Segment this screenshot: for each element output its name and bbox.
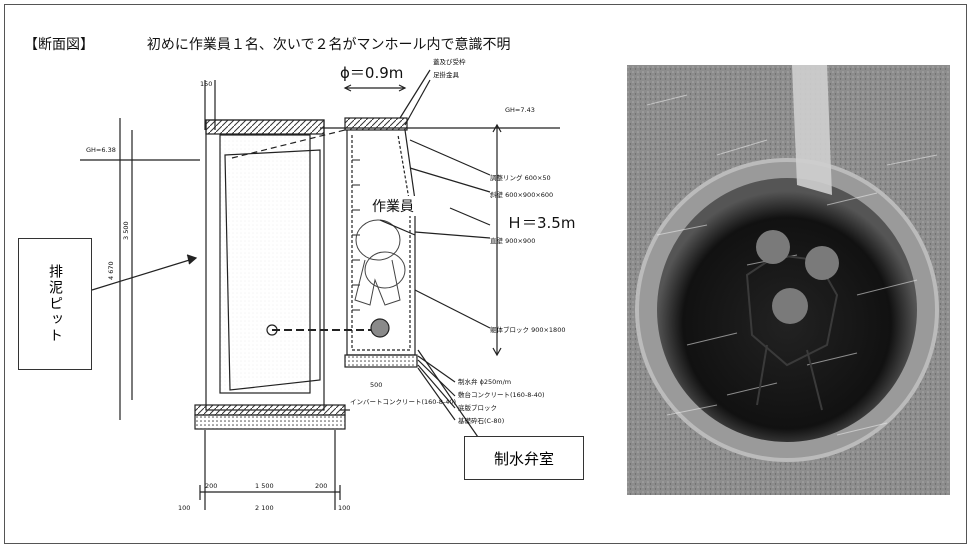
- figure-header: 【断面図】 初めに作業員１名、次いで２名がマンホール内で意識不明: [24, 34, 511, 54]
- pit-bottom-slab: [194, 404, 346, 416]
- manhole-base: [344, 354, 418, 368]
- dim-500: 500: [370, 381, 382, 389]
- manhole-cover: [344, 117, 408, 131]
- diameter-label: ϕ＝0.9m: [340, 64, 404, 82]
- floor-block-label: 底版ブロック: [458, 403, 497, 412]
- dim-150: 150: [200, 80, 212, 88]
- mud-pit-top: [205, 119, 325, 135]
- ring-label: 調整リング 600×50: [490, 173, 551, 182]
- figure-caption: 初めに作業員１名、次いで２名がマンホール内で意識不明: [146, 37, 511, 53]
- height-label: Ｈ＝3.5m: [505, 212, 578, 233]
- valve-label: 制水弁 ϕ250m/m: [458, 377, 511, 386]
- dim-2100: 2 100: [255, 504, 274, 512]
- manhole-photo: [627, 65, 950, 495]
- worker-marker-1: [756, 230, 790, 264]
- gh-right-label: GH=7.43: [505, 106, 535, 114]
- cover-label: 蓋及び受枠: [433, 57, 466, 66]
- dim-200b: 200: [315, 482, 327, 490]
- valve-room-callout: 制水弁室: [464, 436, 584, 480]
- pit-gravel: [194, 414, 346, 430]
- dim-4670: 4 670: [107, 261, 115, 280]
- worker-marker-3: [772, 288, 808, 324]
- base-block-label: 躯体ブロック 900×1800: [490, 325, 565, 334]
- worker-label: 作業員: [370, 196, 416, 216]
- rung-label: 足掛金具: [433, 70, 460, 79]
- invert-label: インバートコンクリート(160-8-40): [350, 398, 456, 406]
- valve-room-text: 制水弁室: [493, 449, 554, 468]
- dim-100b: 100: [338, 504, 350, 512]
- section-title: 【断面図】: [24, 37, 94, 53]
- mud-pit-text: 排泥ピット: [47, 264, 63, 344]
- straight-label: 直壁 900×900: [490, 236, 535, 245]
- manhole-photo-graphic: [627, 65, 950, 495]
- mud-pit-callout: 排泥ピット: [18, 238, 92, 370]
- slope-label: 斜壁 600×900×600: [490, 190, 553, 199]
- mud-pit-body: [224, 149, 321, 391]
- worker-marker-2: [805, 246, 839, 280]
- dim-100a: 100: [178, 504, 190, 512]
- dim-3500: 3 500: [122, 221, 130, 240]
- concrete-label: 敷台コンクリート(160-8-40): [458, 390, 545, 399]
- gh-left-label: GH=6.38: [86, 146, 116, 154]
- dim-1500: 1 500: [255, 482, 274, 490]
- dim-200a: 200: [205, 482, 217, 490]
- mud-pit-inner: [219, 134, 311, 394]
- gravel-label: 基礎砕石(C-80): [458, 416, 504, 425]
- valve-marker: [370, 318, 390, 338]
